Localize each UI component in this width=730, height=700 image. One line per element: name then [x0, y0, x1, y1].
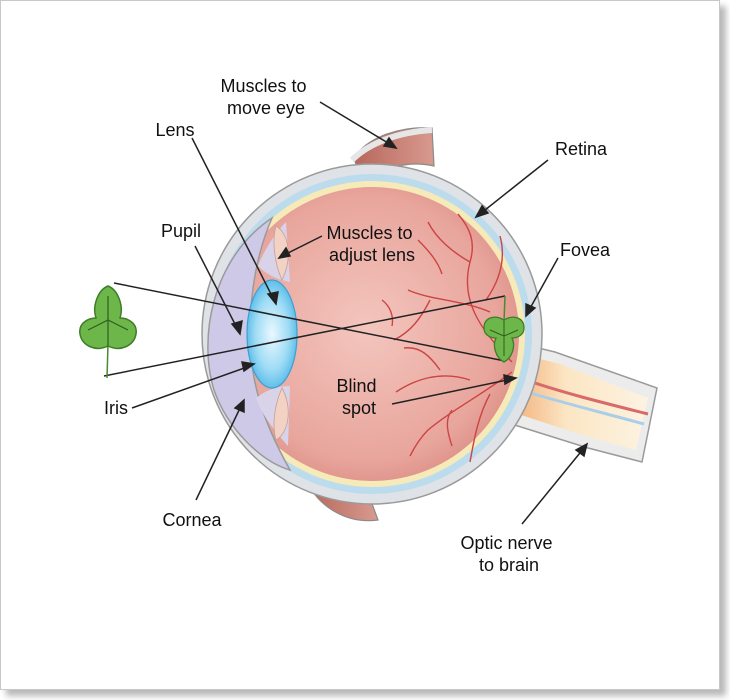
label-lens: Lens	[155, 120, 194, 140]
label-fovea: Fovea	[560, 240, 611, 260]
label-cornea: Cornea	[162, 510, 222, 530]
label-optic-nerve: Optic nerve to brain	[460, 533, 557, 575]
label-retina: Retina	[555, 139, 608, 159]
label-muscles-move-eye: Muscles to move eye	[220, 76, 311, 118]
object-leaf-icon	[80, 286, 136, 378]
label-pupil: Pupil	[161, 221, 201, 241]
label-iris: Iris	[104, 398, 128, 418]
